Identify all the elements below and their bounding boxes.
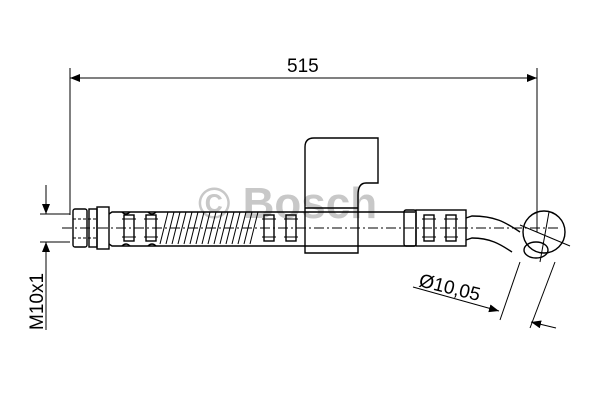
thread-dimension: M10x1	[27, 185, 70, 330]
mounting-bracket	[304, 137, 379, 254]
length-label: 515	[287, 56, 319, 77]
spring-guard	[159, 211, 259, 245]
thread-label: M10x1	[27, 273, 48, 330]
hose-body	[108, 209, 521, 253]
left-end-fitting	[72, 206, 110, 250]
length-dimension: 515	[69, 56, 538, 232]
banjo-diameter-dimension: Ø10,05	[412, 261, 557, 329]
watermark: © Bosch	[198, 179, 377, 228]
banjo-fitting	[519, 210, 571, 263]
diameter-label: Ø10,05	[417, 270, 483, 305]
